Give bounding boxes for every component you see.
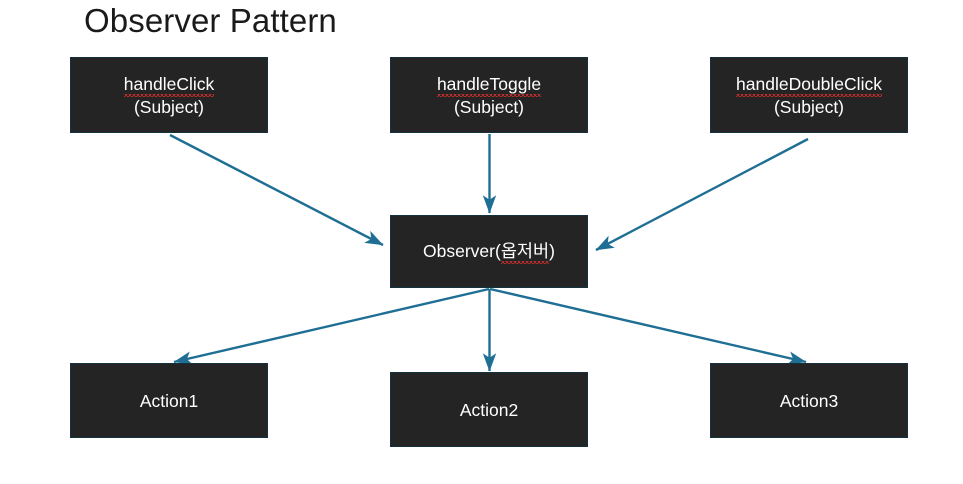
arrow-handleclick-to-observer [169, 133, 384, 247]
node-title: handleDoubleClick [736, 73, 882, 97]
arrow-handledoubleclick-to-observer [595, 137, 809, 252]
node-subject-handleclick[interactable]: handleClick (Subject) [70, 57, 268, 133]
node-action3[interactable]: Action3 [710, 363, 908, 438]
node-title: handleClick [123, 73, 215, 97]
node-title: Action2 [459, 399, 519, 420]
node-action2[interactable]: Action2 [390, 372, 588, 447]
node-subtitle: (Subject) [773, 96, 845, 117]
node-subtitle: (Subject) [133, 96, 205, 117]
node-subject-handledoubleclick[interactable]: handleDoubleClick (Subject) [710, 57, 908, 133]
node-subtitle: (Subject) [453, 96, 525, 117]
node-title: Action1 [139, 390, 199, 411]
node-subject-handletoggle[interactable]: handleToggle (Subject) [390, 57, 588, 133]
page-title: Observer Pattern [84, 2, 337, 39]
arrow-observer-to-action3 [489, 287, 807, 365]
node-action1[interactable]: Action1 [70, 363, 268, 438]
node-title: Observer(옵저버) [423, 240, 555, 264]
observer-label-prefix: Observer( [423, 241, 501, 261]
spellcheck-text: handleDoubleClick [736, 73, 882, 97]
observer-label-suffix: ) [549, 241, 555, 261]
spellcheck-text: handleClick [123, 73, 215, 97]
spellcheck-text: 옵저버 [500, 241, 550, 264]
node-title: Action3 [779, 390, 839, 411]
node-observer[interactable]: Observer(옵저버) [390, 215, 588, 288]
spellcheck-text: handleToggle [436, 73, 542, 97]
arrow-observer-to-action1 [173, 287, 490, 365]
node-title: handleToggle [436, 73, 542, 97]
